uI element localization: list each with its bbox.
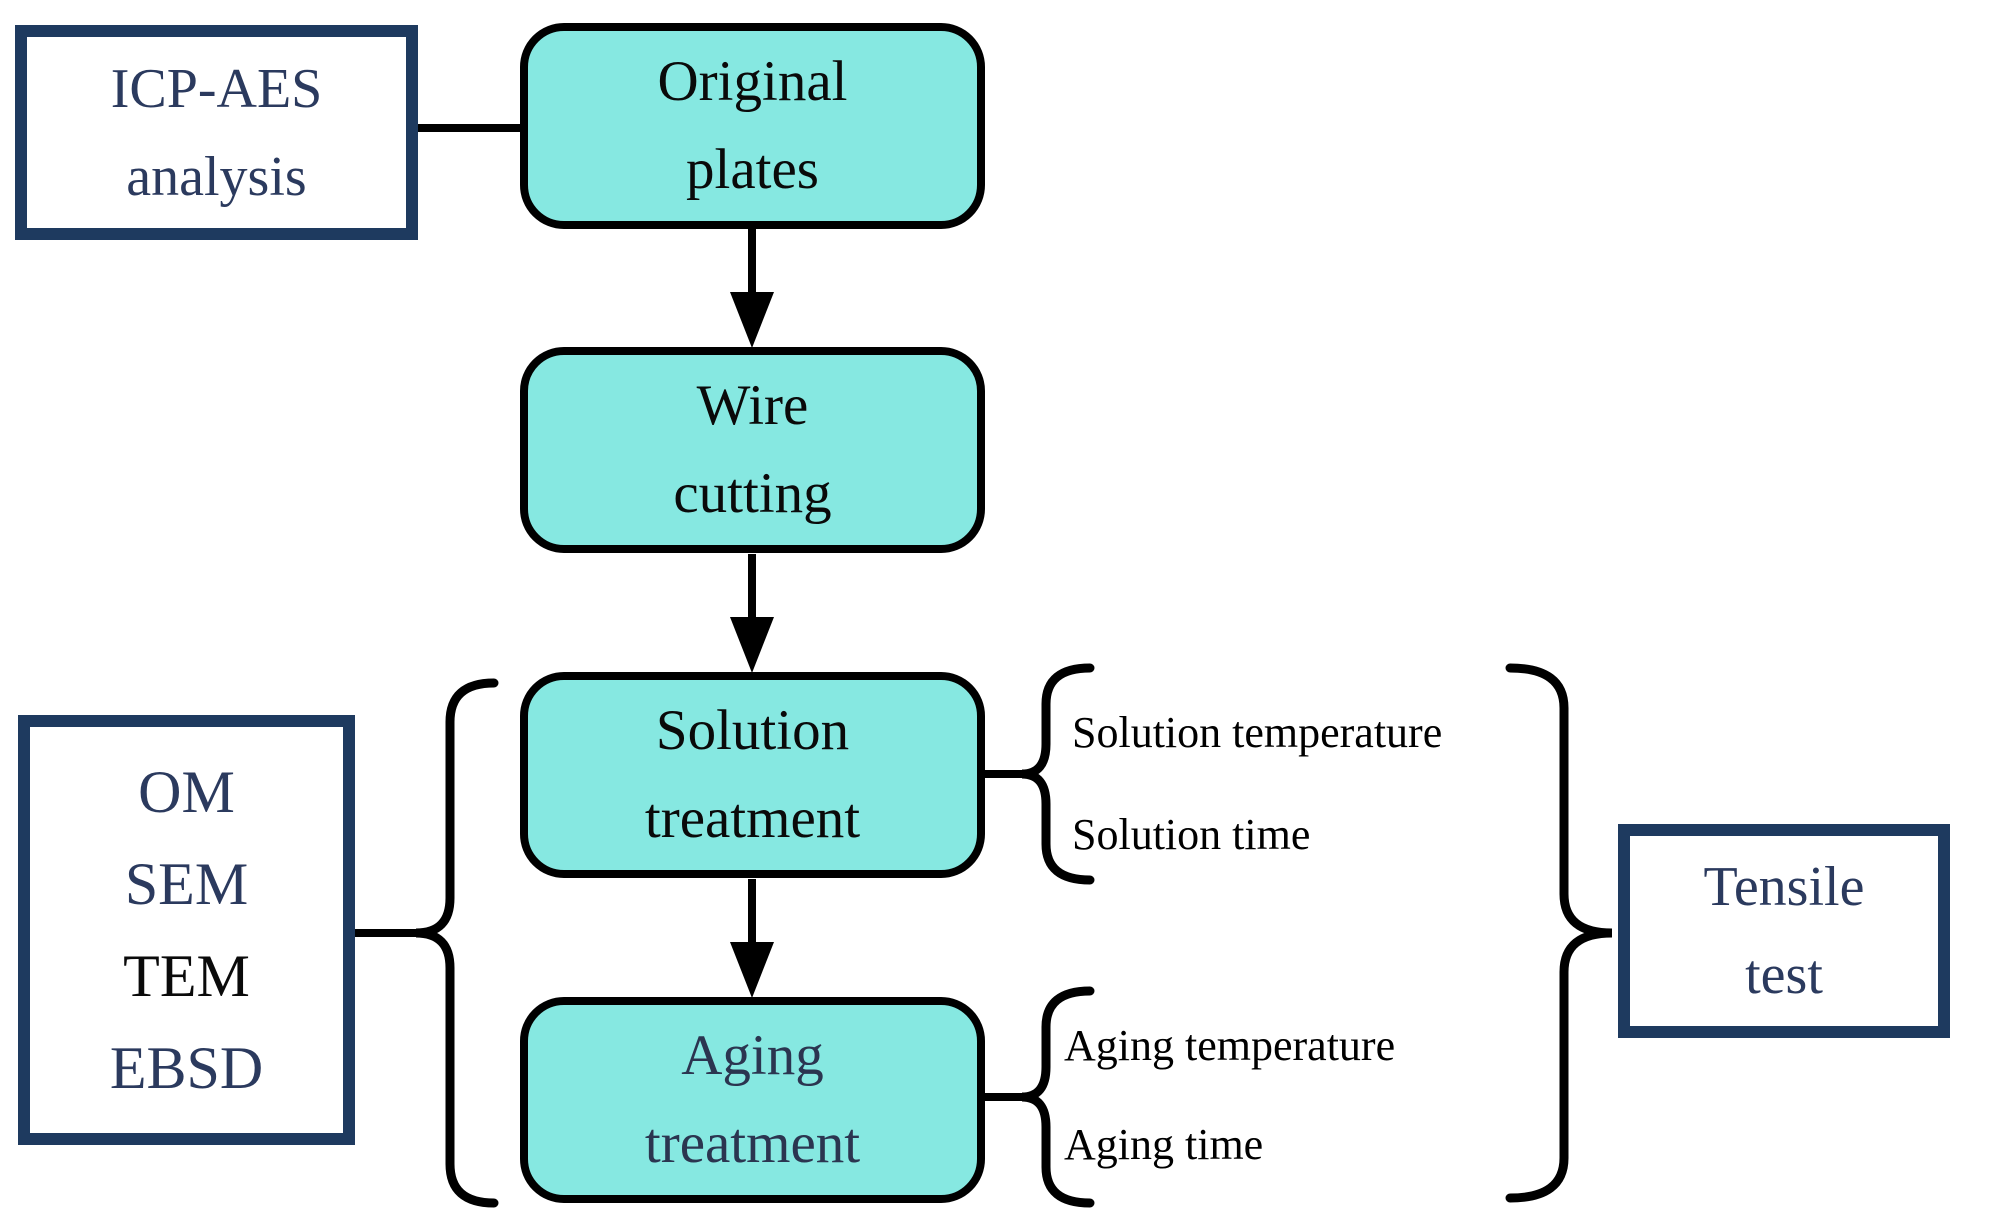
arrowhead-original-to-wire <box>730 292 774 348</box>
wire-cutting-node: Wire cutting <box>520 347 985 553</box>
characterization-methods-box: OM SEM TEM EBSD <box>18 715 355 1145</box>
wire-cutting-line1: Wire <box>696 374 809 437</box>
arrowhead-wire-to-solution <box>730 617 774 673</box>
method-tem-label: TEM <box>123 943 250 1009</box>
tensile-test-box: Tensile test <box>1618 824 1950 1038</box>
original-plates-node: Original plates <box>520 23 985 229</box>
method-om-label: OM <box>138 759 235 825</box>
left-brace <box>415 678 499 1208</box>
aging-time-label: Aging time <box>1064 1120 1264 1169</box>
solution-treatment-line1: Solution <box>655 699 850 762</box>
tensile-test-line2: test <box>1745 944 1823 1006</box>
tensile-test-line1: Tensile <box>1703 856 1865 918</box>
method-sem-label: SEM <box>124 851 249 917</box>
method-ebsd-label: EBSD <box>109 1035 264 1101</box>
aging-treatment-node: Aging treatment <box>520 997 985 1203</box>
icp-aes-label-line2: analysis <box>126 145 307 208</box>
solution-temperature-label: Solution temperature <box>1072 708 1443 757</box>
right-brace <box>1505 663 1613 1203</box>
solution-treatment-node: Solution treatment <box>520 672 985 878</box>
wire-cutting-line2: cutting <box>673 462 832 525</box>
solution-treatment-line2: treatment <box>644 787 861 850</box>
icp-aes-analysis-box: ICP-AES analysis <box>15 25 418 240</box>
aging-params-brace <box>1021 986 1095 1208</box>
solution-time-label: Solution time <box>1072 810 1311 859</box>
solution-params-brace <box>1021 663 1095 885</box>
arrowhead-solution-to-aging <box>730 942 774 998</box>
aging-treatment-line1: Aging <box>681 1024 824 1087</box>
original-plates-line1: Original <box>657 50 848 113</box>
original-plates-line2: plates <box>686 138 819 201</box>
aging-treatment-line2: treatment <box>644 1112 861 1175</box>
icp-aes-label-line1: ICP-AES <box>110 57 323 120</box>
aging-temperature-label: Aging temperature <box>1064 1021 1396 1070</box>
